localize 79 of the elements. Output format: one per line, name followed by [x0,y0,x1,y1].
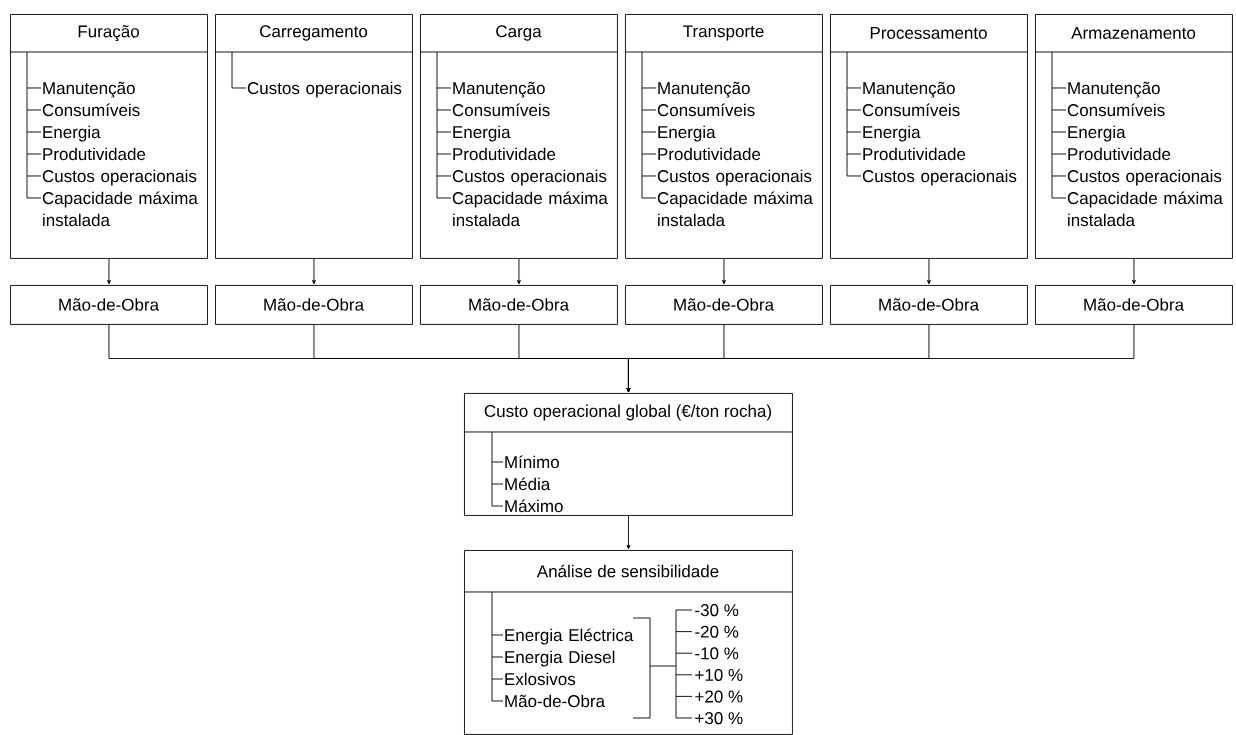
arrow [722,258,726,285]
box-label: Mão-de-Obra [469,298,570,311]
list-item: Manutenção [658,81,750,98]
percentage-label: -30 % [695,604,739,617]
box-heading: Carregamento [260,25,368,41]
list-item: Manutenção [453,81,545,98]
list-item: Capacidade máxima instalada [42,191,198,227]
percentage-label: +30 % [695,712,743,725]
list-item: Custos operacionais [657,169,812,186]
list-box [214,14,413,259]
list-item: Produtividade [43,147,146,161]
arrow [107,258,111,285]
list-item: Consumíveis [42,103,140,117]
list-item: Capacidade máxima instalada [1067,191,1223,227]
list-box [463,550,793,735]
box-label: Mão-de-Obra [264,298,365,311]
list-box [9,14,208,259]
list-item: Custos operacionais [42,169,197,186]
list-item: Consumíveis [1067,103,1165,117]
list-item: Manutenção [863,81,955,98]
list-item: Mão-de-Obra [505,694,606,708]
list-item: Custos operacionais [452,169,607,186]
box-heading: Processamento [870,27,987,39]
arrow [1132,258,1136,285]
list-item: Produtividade [453,147,556,161]
list-box [419,14,618,259]
process-box [10,285,208,325]
arrow [927,258,931,285]
list-item: Custos operacionais [247,81,402,98]
percentage-label: -10 % [695,647,739,660]
list-item: Produtividade [1068,147,1171,161]
list-item: Consumíveis [452,103,550,117]
list-item: Mínimo [505,455,559,469]
list-item: Máximo [505,499,563,513]
arrow [517,258,521,285]
list-item: Capacidade máxima instalada [657,191,813,227]
list-item: Energia [453,125,511,142]
box-heading: Furação [78,25,139,41]
list-item: Energia Diesel [505,650,615,667]
arrow [626,324,1135,393]
box-heading: Análise de sensibilidade [536,564,719,578]
box-heading: Transporte [683,25,764,41]
arrow [312,258,316,285]
list-item: Energia [863,125,921,142]
list-box [1034,14,1233,259]
list-item: Média [505,477,551,491]
process-box [830,285,1028,325]
list-item: Produtividade [658,147,761,161]
box-label: Mão-de-Obra [59,298,160,311]
list-item: Capacidade máxima instalada [452,191,608,227]
list-box [463,393,793,516]
list-item: Energia [43,125,101,142]
process-box [1035,285,1233,325]
list-item: Exlosivos [505,672,576,686]
box-heading: Custo operacional global (€/ton rocha) [484,404,771,421]
box-heading: Armazenamento [1071,27,1196,39]
list-item: Produtividade [863,147,966,161]
list-item: Energia [1068,125,1126,142]
list-box [624,14,823,259]
list-item: Energia [658,125,716,142]
process-box [420,285,618,325]
percentage-label: +20 % [695,690,743,703]
box-label: Mão-de-Obra [674,298,775,311]
list-item: Energia Eléctrica [505,628,634,645]
list-item: Custos operacionais [1067,169,1222,186]
box-label: Mão-de-Obra [1084,298,1185,311]
list-item: Consumíveis [657,103,755,117]
list-item: Manutenção [1068,81,1160,98]
box-label: Mão-de-Obra [879,298,980,311]
arrow [626,515,631,550]
list-item: Manutenção [43,81,135,98]
list-box [829,14,1028,259]
list-item: Consumíveis [862,103,960,117]
list-item: Custos operacionais [862,169,1017,186]
percentage-label: -20 % [695,625,739,638]
process-box [625,285,823,325]
box-heading: Carga [496,25,542,41]
process-box [215,285,413,325]
percentage-label: +10 % [695,668,743,681]
